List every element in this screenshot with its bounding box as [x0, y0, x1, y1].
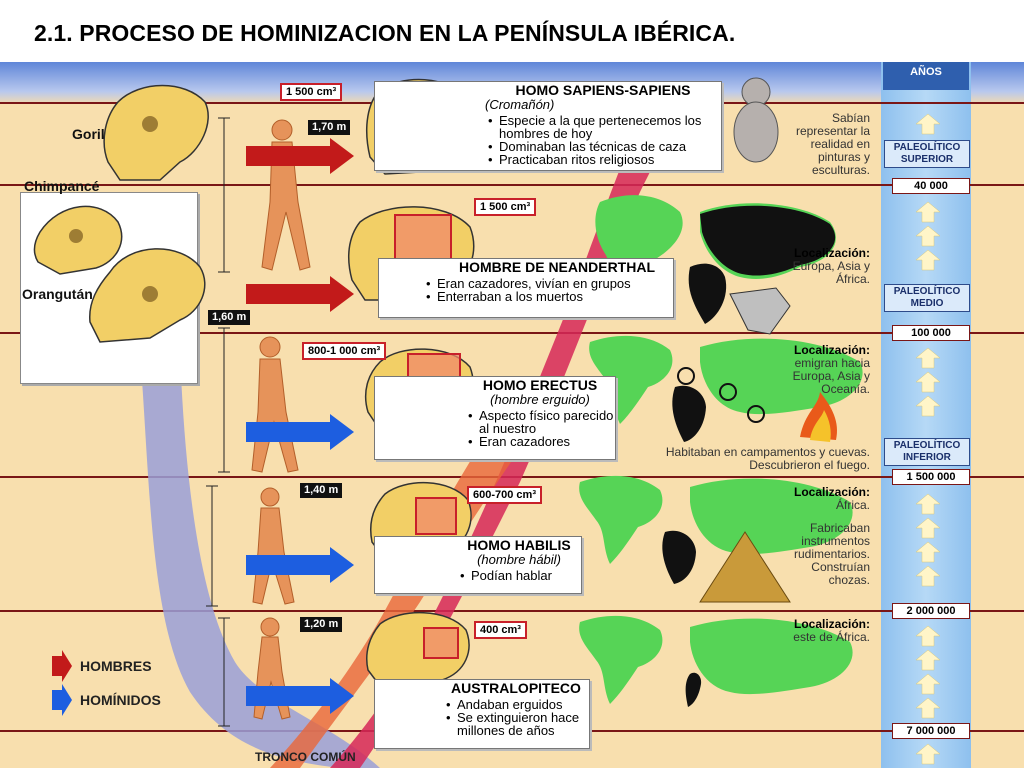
side-text: emigran hacia Europa, Asia y Oceanía. — [792, 356, 870, 396]
species-name: HOMBRE DE NEANDERTHAL — [459, 259, 655, 275]
gorilla-skull-icon — [103, 84, 209, 181]
height-badge: 1,40 m — [300, 483, 343, 498]
species-subtitle: (Cromañón) — [485, 97, 555, 112]
species-bullet: Aspecto físico parecido al nuestro — [468, 409, 615, 435]
species-subtitle: (hombre hábil) — [477, 552, 561, 567]
side-text: Europa, Asia y África. — [792, 259, 870, 286]
species-name: HOMO HABILIS — [467, 537, 571, 553]
side-note-habilis: Localización: África. — [776, 486, 870, 512]
era-line — [0, 184, 1024, 186]
year-mark: 1 500 000 — [892, 469, 970, 485]
species-bullet: Practicaban ritos religiosos — [488, 153, 721, 166]
fire-icon — [800, 392, 838, 442]
capacity-tag: 800-1 000 cm³ — [302, 342, 387, 360]
side-heading: Localización: — [793, 246, 870, 260]
species-card-habilis: HOMO HABILIS (hombre hábil) Podían habla… — [374, 536, 582, 594]
hut-icon — [699, 531, 791, 603]
species-bullet: Eran cazadores, vivían en grupos — [426, 277, 673, 290]
side-note-habilis-2: Fabricaban instrumentos rudimentarios. C… — [793, 521, 870, 587]
year-mark: 100 000 — [892, 325, 970, 341]
ape-skulls — [33, 84, 209, 343]
side-text: este de África. — [793, 630, 870, 644]
species-subtitle: (hombre erguido) — [490, 392, 590, 407]
tronco-comun-label: TRONCO COMÚN — [255, 750, 356, 764]
year-mark: 40 000 — [892, 178, 970, 194]
years-header: AÑOS — [883, 62, 969, 90]
period-line: PALEOLÍTICO — [893, 142, 961, 153]
era-line — [0, 332, 1024, 334]
period-paleolitico-medio: PALEOLÍTICO MEDIO — [884, 284, 970, 312]
species-bullet: Se extinguieron hace millones de años — [446, 711, 589, 737]
capacity-tag: 1 500 cm³ — [474, 198, 537, 216]
species-bullet: Enterraban a los muertos — [426, 290, 673, 303]
species-name: HOMO ERECTUS — [482, 377, 598, 393]
height-badge: 1,20 m — [300, 617, 343, 632]
species-card-neanderthal: HOMBRE DE NEANDERTHAL Eran cazadores, vi… — [378, 258, 674, 318]
venus-figurine-icon — [733, 77, 779, 163]
species-name: HOMO SAPIENS-SAPIENS — [515, 82, 691, 98]
side-heading: Localización: — [793, 485, 870, 499]
capacity-tag: 600-700 cm³ — [467, 486, 542, 504]
period-line: PALEOLÍTICO — [893, 440, 961, 451]
walking-man-icon — [251, 336, 299, 473]
species-name: AUSTRALOPITECO — [451, 680, 581, 696]
side-note-australopiteco: Localización: este de África. — [776, 618, 870, 644]
period-paleolitico-superior: PALEOLÍTICO SUPERIOR — [884, 140, 970, 168]
side-text: África. — [835, 498, 870, 512]
capacity-tag: 1 500 cm³ — [280, 83, 343, 101]
species-card-erectus: HOMO ERECTUS (hombre erguido) Aspecto fí… — [374, 376, 616, 460]
side-heading: Localización: — [793, 343, 870, 357]
ape-label-orangutan: Orangután — [22, 286, 93, 302]
legend-hombres: HOMBRES — [80, 658, 152, 674]
stone-tool-icon — [729, 287, 791, 335]
period-line: PALEOLÍTICO — [893, 286, 961, 297]
side-note-neanderthal: Localización: Europa, Asia y África. — [776, 247, 870, 286]
era-line — [0, 610, 1024, 612]
up-arrow-icon — [915, 113, 941, 765]
species-bullet: Andaban erguidos — [446, 698, 589, 711]
hominidos-arrow-icon — [52, 684, 72, 716]
period-line: INFERIOR — [903, 452, 951, 463]
page-title: 2.1. PROCESO DE HOMINIZACION EN LA PENÍN… — [34, 20, 736, 46]
height-badge: 1,60 m — [208, 310, 251, 325]
period-paleolitico-inferior: PALEOLÍTICO INFERIOR — [884, 438, 970, 466]
legend-hominidos: HOMÍNIDOS — [80, 692, 161, 708]
species-bullet: Podían hablar — [460, 569, 581, 582]
ape-label-gorila: Gorila — [72, 126, 113, 142]
hombres-arrow-icon — [52, 650, 72, 682]
hombres-arrows — [246, 138, 354, 312]
year-mark: 2 000 000 — [892, 603, 970, 619]
diagram-stage: Gorila Chimpancé Orangután — [0, 62, 1024, 768]
species-card-australopiteco: AUSTRALOPITECO Andaban erguidos Se extin… — [374, 679, 590, 749]
side-note-erectus-2: Habitaban en campamentos y cuevas. Descu… — [665, 445, 870, 472]
timeline-arrows — [915, 113, 941, 765]
side-note-sapiens: Sabían representar la realidad en pintur… — [795, 111, 870, 177]
neanderthal-range-map-icon — [700, 205, 836, 276]
species-card-sapiens: HOMO SAPIENS-SAPIENS (Cromañón) Especie … — [374, 81, 722, 171]
species-bullet: Especie a la que pertenecemos los hombre… — [488, 114, 721, 140]
year-mark: 7 000 000 — [892, 723, 970, 739]
ape-label-chimpance: Chimpancé — [24, 178, 100, 194]
walking-man-icon — [261, 119, 311, 271]
side-note-erectus: Localización: emigran hacia Europa, Asia… — [766, 344, 870, 396]
species-bullet: Dominaban las técnicas de caza — [488, 140, 721, 153]
period-line: MEDIO — [910, 298, 944, 309]
side-heading: Localización: — [793, 617, 870, 631]
hominidos-arrows — [246, 414, 354, 714]
capacity-tag: 400 cm³ — [474, 621, 527, 639]
height-badge: 1,70 m — [308, 120, 351, 135]
species-bullet: Eran cazadores — [468, 435, 615, 448]
legend-icons — [52, 650, 72, 716]
period-line: SUPERIOR — [900, 154, 954, 165]
